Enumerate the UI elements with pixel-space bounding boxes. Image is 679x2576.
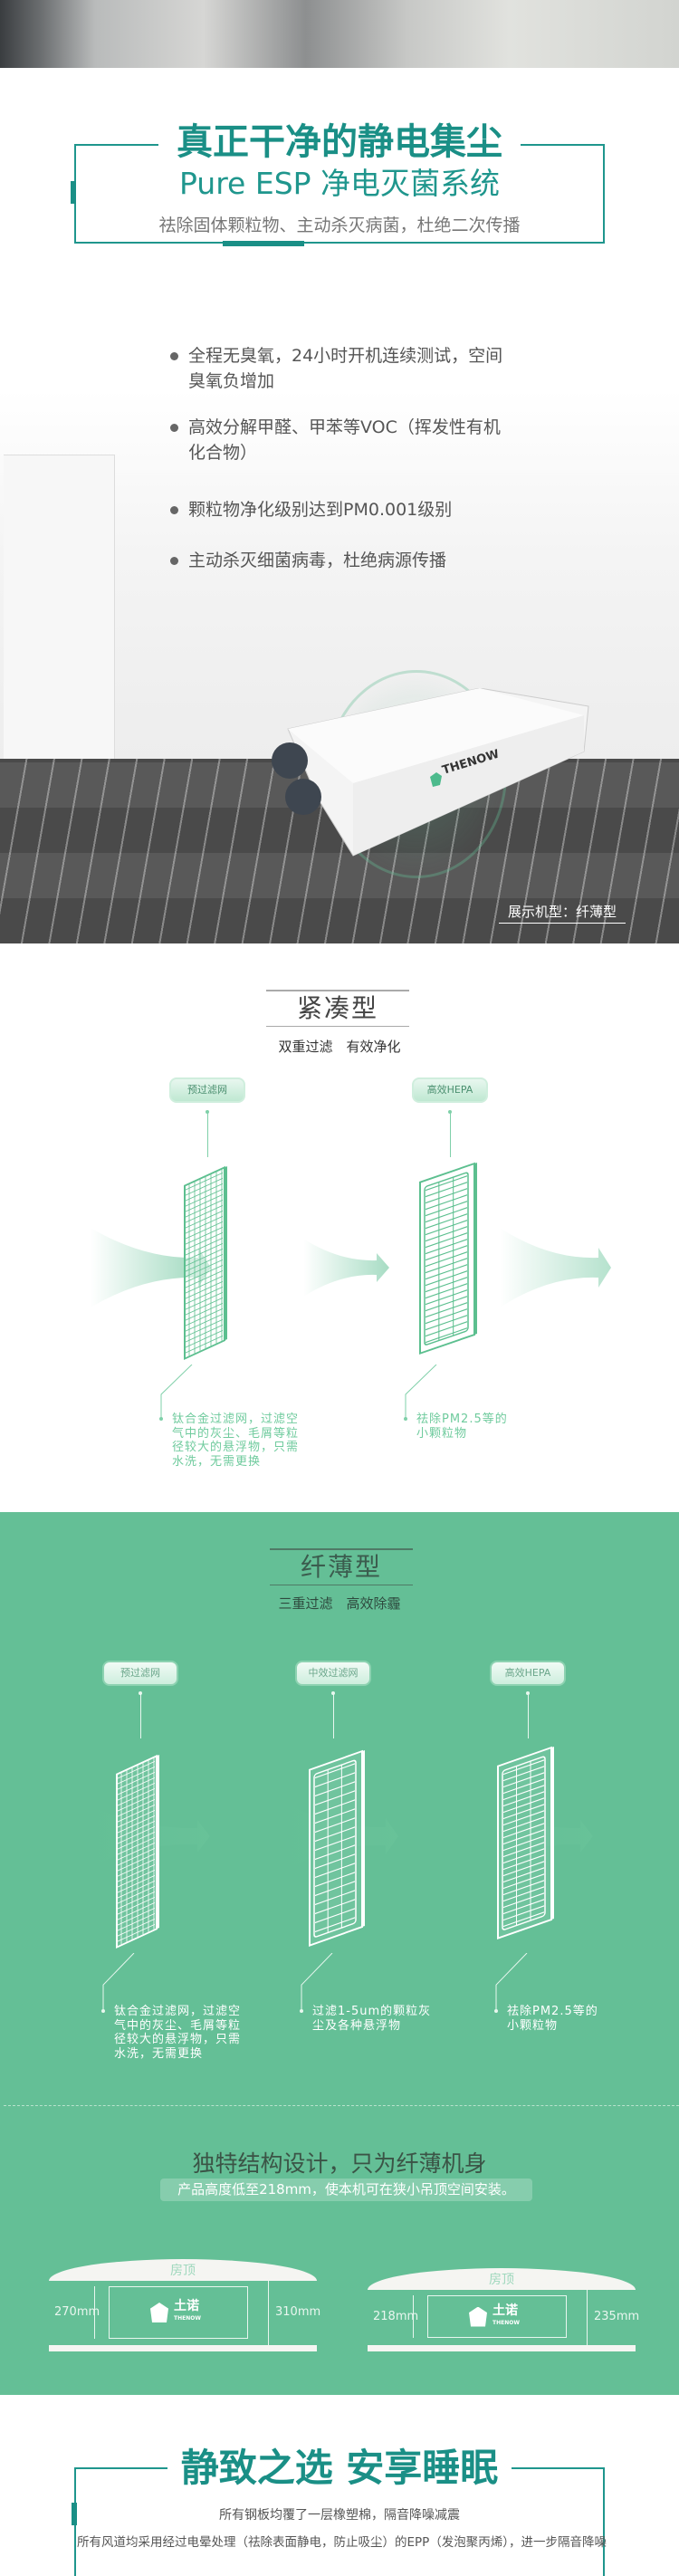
filter-description: 祛除PM2.5等的小颗粒物 — [507, 2005, 652, 2033]
quiet-line-1: 所有钢板均覆了一层橡塑棉，隔音降噪减震 — [219, 2508, 460, 2523]
floor-slab — [368, 2345, 636, 2351]
house-logo-icon — [150, 2303, 168, 2322]
hero-tagline: 祛除固体颗粒物、主动杀灭病菌，杜绝二次传播 — [158, 215, 521, 235]
structure-note: 产品高度低至218mm，使本机可在狭小吊顶空间安装。 — [160, 2179, 532, 2201]
space-height-dimension — [587, 2290, 588, 2345]
quiet-frame-accent — [72, 2503, 77, 2525]
description-line: 过滤1-5um的颗粒灰 — [312, 2005, 432, 2018]
description-line: 小颗粒物 — [416, 1426, 468, 1441]
description-line: 水洗，无需更换 — [172, 1454, 262, 1469]
filter-tag: 中效过滤网 — [295, 1661, 371, 1686]
hepa-filter-icon — [497, 1746, 554, 1939]
logo-cn: 土诺 — [174, 2299, 199, 2313]
frame-accent-left — [71, 181, 76, 204]
feature-line-1: 全程无臭氧，24小时开机连续测试，空间 — [188, 346, 503, 366]
compact-subtitle: 双重过滤 有效净化 — [278, 1039, 401, 1055]
connector-line — [207, 1112, 208, 1157]
filter-description: 祛除PM2.5等的小颗粒物 — [416, 1412, 561, 1441]
unit-height-label: 270mm — [54, 2305, 100, 2319]
logo-en: THENOW — [174, 2315, 201, 2322]
logo-cn: 土诺 — [493, 2303, 518, 2318]
logo-en: THENOW — [493, 2319, 520, 2326]
description-line: 气中的灰尘、毛屑等粒 — [114, 2018, 242, 2033]
frame-accent-bottom — [223, 241, 304, 246]
description-line: 小颗粒物 — [507, 2018, 559, 2033]
house-logo-icon — [469, 2306, 487, 2327]
mesh-filter-icon — [184, 1165, 227, 1360]
unit-height-dimension — [94, 2286, 95, 2339]
filter-description: 钛合金过滤网，过滤空气中的灰尘、毛屑等粒径较大的悬浮物，只需水洗，无需更换 — [114, 2005, 259, 2061]
description-line: 尘及各种悬浮物 — [312, 2018, 402, 2033]
filter-tag: 高效HEPA — [490, 1661, 566, 1686]
quiet-title: 静致之选 安享睡眠 — [167, 2445, 512, 2492]
airflow-arrow-3 — [480, 1804, 593, 1869]
description-line: 钛合金过滤网，过滤空 — [114, 2005, 242, 2018]
quiet-line-2: 所有风道均采用经过电晕处理（祛除表面静电，防止吸尘）的EPP（发泡聚丙烯），进一… — [77, 2535, 607, 2550]
product-room-photo: THENOW 展示机型：纤薄型 — [0, 389, 679, 943]
unit-outline — [427, 2295, 567, 2338]
section-divider — [4, 2105, 679, 2106]
unit-height-label: 218mm — [373, 2309, 419, 2323]
space-height-label: 235mm — [594, 2309, 640, 2323]
feature-item: 高效分解甲醛、甲苯等VOC（挥发性有机化合物） — [170, 415, 541, 465]
ceiling-label: 房顶 — [170, 2264, 196, 2278]
filter-description: 过滤1-5um的颗粒灰尘及各种悬浮物 — [312, 2005, 457, 2033]
feature-line-2: 化合物） — [188, 443, 258, 463]
feature-line-1: 主动杀灭细菌病毒，杜绝病源传播 — [188, 551, 447, 570]
feature-line-1: 颗粒物净化级别达到PM0.001级别 — [188, 500, 453, 520]
erv-unit-image: THENOW — [272, 688, 589, 857]
connector-line — [140, 1693, 141, 1738]
feature-item: 全程无臭氧，24小时开机连续测试，空间臭氧负增加 — [170, 343, 541, 394]
compact-title: 紧凑型 — [266, 990, 409, 1027]
door — [4, 455, 115, 762]
feature-item: 主动杀灭细菌病毒，杜绝病源传播 — [170, 548, 541, 573]
compact-airflow — [91, 1228, 611, 1307]
description-line: 钛合金过滤网，过滤空 — [172, 1412, 300, 1426]
description-line: 水洗，无需更换 — [114, 2046, 204, 2061]
filter-tag: 预过滤网 — [102, 1661, 178, 1686]
description-line: 气中的灰尘、毛屑等粒 — [172, 1426, 300, 1441]
filter-tag: 预过滤网 — [169, 1077, 245, 1103]
slim-title: 纤薄型 — [270, 1548, 413, 1585]
unit-height-dimension — [413, 2295, 414, 2338]
floor-slab — [49, 2345, 317, 2351]
model-caption: 展示机型：纤薄型 — [499, 901, 626, 924]
feature-line-2: 臭氧负增加 — [188, 371, 275, 391]
leader-line — [101, 1953, 135, 2013]
slim-subtitle: 三重过滤 高效除霾 — [278, 1595, 401, 1612]
connector-line — [450, 1112, 451, 1157]
brand-logo-icon — [430, 772, 442, 787]
description-line: 径较大的悬浮物，只需 — [114, 2033, 242, 2046]
hepa-filter-icon — [419, 1162, 477, 1355]
filter-description: 钛合金过滤网，过滤空气中的灰尘、毛屑等粒径较大的悬浮物，只需水洗，无需更换 — [172, 1412, 317, 1469]
hepa-filter-icon — [309, 1749, 365, 1947]
description-line: 祛除PM2.5等的 — [507, 2005, 598, 2018]
leader-line — [494, 1953, 528, 2013]
airflow-arrow-mid — [303, 1239, 389, 1297]
structure-title: 独特结构设计，只为纤薄机身 — [192, 2150, 487, 2177]
feature-item: 颗粒物净化级别达到PM0.001级别 — [170, 497, 541, 522]
description-line: 祛除PM2.5等的 — [416, 1412, 508, 1426]
ceiling-label: 房顶 — [489, 2273, 514, 2287]
airflow-arrow-out — [500, 1228, 611, 1307]
leader-line — [159, 1365, 193, 1421]
living-room-photo — [0, 0, 679, 68]
connector-line — [528, 1693, 529, 1738]
leader-line — [404, 1365, 437, 1421]
filter-tag: 高效HEPA — [412, 1077, 488, 1103]
space-height-label: 310mm — [275, 2305, 321, 2319]
airflow-arrow-in — [91, 1228, 211, 1307]
brand-logo: 土诺 THENOW — [150, 2299, 201, 2324]
unit-outline — [109, 2286, 248, 2339]
slim-section — [0, 1512, 679, 2395]
space-height-dimension — [268, 2281, 269, 2345]
mesh-filter-icon — [116, 1754, 159, 1949]
connector-line — [333, 1693, 334, 1738]
feature-line-1: 高效分解甲醛、甲苯等VOC（挥发性有机 — [188, 417, 501, 437]
description-line: 径较大的悬浮物，只需 — [172, 1441, 300, 1454]
leader-line — [300, 1953, 333, 2013]
hero-title: 真正干净的静电集尘 — [158, 120, 521, 165]
hero-subtitle: Pure ESP 净电灭菌系统 — [178, 166, 501, 201]
